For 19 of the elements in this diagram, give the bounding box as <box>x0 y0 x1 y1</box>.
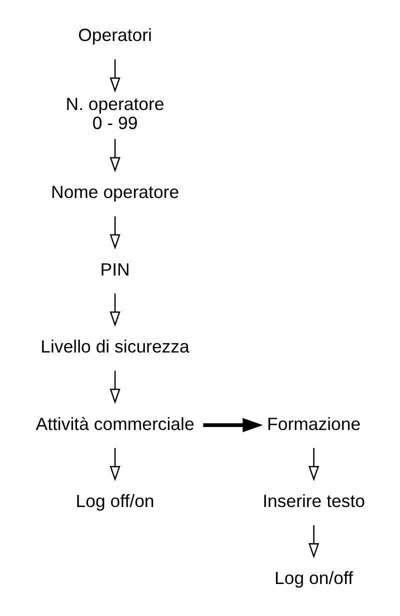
arrow <box>109 370 120 404</box>
arrow <box>109 59 120 93</box>
node-text: Log on/off <box>274 568 353 588</box>
arrow <box>202 418 262 432</box>
arrow <box>109 139 120 172</box>
node-text: N. operatore 0 - 99 <box>65 94 164 134</box>
node-text: Nome operatore <box>50 182 179 202</box>
node-text: Inserire testo <box>262 491 365 512</box>
node-text: Livello di sicurezza <box>40 336 189 357</box>
node-text: Log off/on <box>75 491 154 512</box>
arrow <box>109 216 120 250</box>
node-text: Operatori <box>78 25 152 46</box>
node-text: PIN <box>100 259 130 280</box>
node-text: Attività commerciale <box>35 414 194 434</box>
arrow <box>109 448 120 482</box>
arrow <box>308 525 319 558</box>
arrow <box>109 294 120 327</box>
node-text: Formazione <box>266 414 360 434</box>
arrow <box>308 448 319 482</box>
